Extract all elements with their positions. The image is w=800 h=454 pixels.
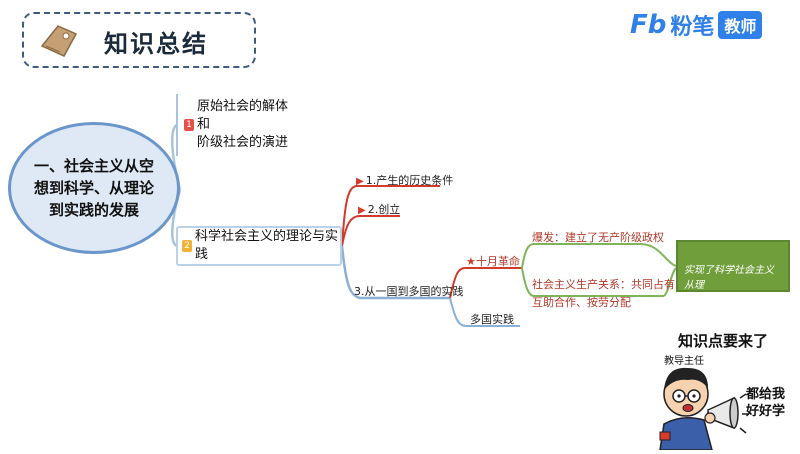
branch3-label: 3.从一国到多国的实践 xyxy=(354,285,464,298)
node-production-relations: 社会主义生产关系：共同占有、 互助合作、按劳分配 xyxy=(532,258,686,312)
result-label: 实现了科学社会主义从理 论变为现实历史性飞跃 xyxy=(684,265,774,321)
logo-badge: 教师 xyxy=(718,11,763,39)
logo-fb: Fb xyxy=(630,10,667,40)
connector-branch1 xyxy=(341,185,440,247)
connector-outbreak xyxy=(521,243,640,269)
node-october-revolution: ★十月革命 xyxy=(466,253,520,269)
result-box: 实现了科学社会主义从理 论变为现实历史性飞跃 xyxy=(676,240,790,321)
tag-icon xyxy=(36,20,82,64)
cartoon-speech: 都给我 好好学 xyxy=(746,387,786,419)
node-outbreak: 爆发：建立了无产阶级政权 xyxy=(532,229,664,245)
node-scientific-socialism: 2 科学社会主义的理论与实践 xyxy=(176,226,342,266)
teacher-cartoon-icon xyxy=(652,358,752,454)
root-node: 一、社会主义从空 想到科学、从理论 到实践的发展 xyxy=(8,122,180,254)
node1-label: 原始社会的解体和 阶级社会的演进 xyxy=(197,99,289,150)
connector-branch3 xyxy=(340,245,450,300)
node-primitive-society: 1 原始社会的解体和 阶级社会的演进 xyxy=(176,94,298,156)
multi-label: 多国实践 xyxy=(470,313,514,326)
triangle-flag-icon: ▶ xyxy=(356,176,364,187)
relations-label: 社会主义生产关系：共同占有、 互助合作、按劳分配 xyxy=(532,278,686,309)
brand-logo: Fb 粉笔 教师 xyxy=(630,10,763,40)
root-node-label: 一、社会主义从空 想到科学、从理论 到实践的发展 xyxy=(33,157,154,219)
node2-number: 2 xyxy=(182,240,192,252)
connector-result xyxy=(639,243,677,267)
node2-label: 科学社会主义的理论与实践 xyxy=(195,229,339,262)
page-title: 知识总结 xyxy=(104,30,208,58)
title-frame xyxy=(22,12,256,68)
connector-october xyxy=(449,267,522,299)
branch-historical-conditions: ▶1.产生的历史条件 xyxy=(356,172,453,188)
node-multi-country: 多国实践 xyxy=(470,311,514,327)
triangle-flag-icon: ▶ xyxy=(358,205,366,216)
connector-multi xyxy=(449,297,520,327)
connector-relations xyxy=(521,267,664,297)
october-label: 十月革命 xyxy=(475,255,520,268)
connector-result-2 xyxy=(663,267,677,297)
branch2-label: 2.创立 xyxy=(367,203,401,216)
branch-founding: ▶2.创立 xyxy=(358,201,400,217)
star-icon: ★ xyxy=(466,255,476,268)
node1-number: 1 xyxy=(184,119,194,131)
cartoon-role: 教导主任 xyxy=(664,356,704,367)
connector-branch2 xyxy=(341,215,400,247)
branch-practice: 3.从一国到多国的实践 xyxy=(354,283,464,299)
outbreak-label: 爆发：建立了无产阶级政权 xyxy=(532,231,664,244)
logo-text: 粉笔 xyxy=(670,15,715,40)
branch1-label: 1.产生的历史条件 xyxy=(365,174,454,187)
cartoon-headline: 知识点要来了 xyxy=(678,332,769,350)
